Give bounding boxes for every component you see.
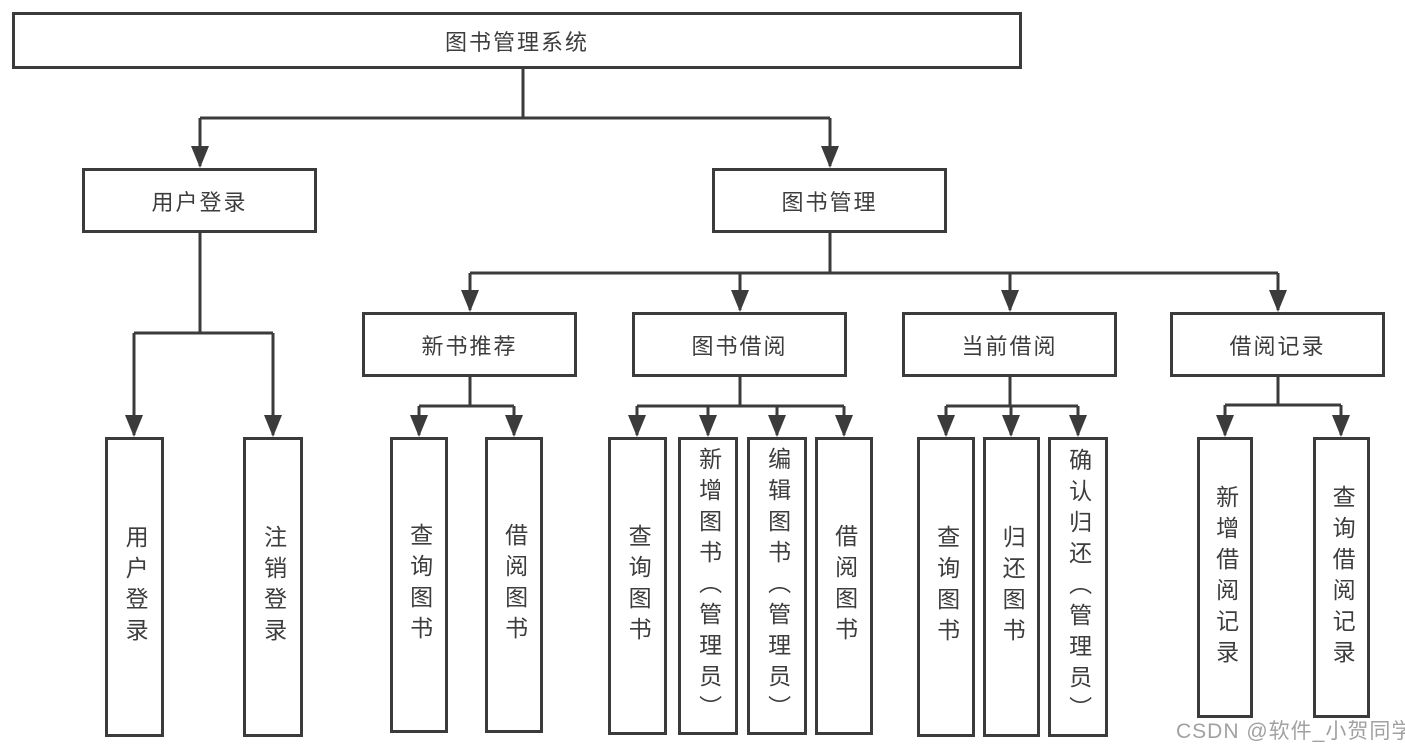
node-borrow-books-borrowing-label: 借阅图书	[831, 524, 858, 648]
node-current-borrowing-label: 当前借阅	[961, 333, 1058, 359]
node-confirm-return-admin-label: 确认归还（管理员）	[1065, 447, 1092, 727]
branch-new-book-recommendation	[410, 377, 523, 437]
node-borrowing-records-label: 借阅记录	[1229, 333, 1326, 359]
node-query-books-recommend-label: 查询图书	[406, 523, 433, 647]
node-query-books-current: 查询图书	[917, 437, 975, 737]
node-return-books: 归还图书	[983, 437, 1040, 737]
branch-borrowing-records	[1216, 377, 1350, 437]
node-query-borrowing-record-label: 查询借阅记录	[1329, 484, 1356, 671]
node-book-management: 图书管理	[712, 168, 947, 233]
node-new-book-recommendation: 新书推荐	[362, 312, 577, 377]
node-user-login-label: 用户登录	[151, 189, 248, 215]
branch-book-management	[461, 233, 1287, 312]
node-book-borrowing: 图书借阅	[632, 312, 847, 377]
node-add-books-admin-label: 新增图书（管理员）	[695, 446, 722, 726]
node-borrow-books-recommend-label: 借阅图书	[501, 523, 528, 647]
node-root: 图书管理系统	[12, 12, 1022, 69]
node-add-borrowing-record-label: 新增借阅记录	[1212, 484, 1239, 671]
node-logout-action: 注销登录	[243, 437, 303, 737]
node-book-management-label: 图书管理	[781, 189, 878, 215]
node-borrowing-records: 借阅记录	[1170, 312, 1385, 377]
watermark: CSDN @软件_小贺同学	[1176, 720, 1405, 743]
node-book-borrowing-label: 图书借阅	[691, 333, 788, 359]
node-user-login: 用户登录	[82, 168, 317, 233]
node-user-login-action-label: 用户登录	[122, 525, 149, 649]
branch-user-login	[125, 233, 282, 437]
node-edit-books-admin: 编辑图书（管理员）	[747, 437, 807, 735]
node-borrow-books-recommend: 借阅图书	[485, 437, 543, 733]
node-new-book-recommendation-label: 新书推荐	[421, 333, 518, 359]
node-edit-books-admin-label: 编辑图书（管理员）	[764, 446, 791, 726]
node-root-label: 图书管理系统	[444, 29, 589, 55]
branch-current-borrowing	[937, 377, 1087, 437]
branch-book-borrowing	[628, 377, 853, 437]
node-add-borrowing-record: 新增借阅记录	[1197, 437, 1253, 718]
node-query-books-recommend: 查询图书	[390, 437, 448, 733]
node-query-books-borrowing: 查询图书	[608, 437, 667, 735]
node-user-login-action: 用户登录	[105, 437, 164, 737]
node-return-books-label: 归还图书	[999, 525, 1026, 649]
node-query-books-current-label: 查询图书	[933, 525, 960, 649]
branch-root	[191, 68, 839, 168]
node-query-books-borrowing-label: 查询图书	[625, 524, 652, 648]
node-add-books-admin: 新增图书（管理员）	[678, 437, 738, 735]
node-confirm-return-admin: 确认归还（管理员）	[1048, 437, 1108, 737]
node-query-borrowing-record: 查询借阅记录	[1313, 437, 1370, 718]
node-logout-action-label: 注销登录	[260, 525, 287, 649]
node-borrow-books-borrowing: 借阅图书	[815, 437, 873, 735]
node-current-borrowing: 当前借阅	[902, 312, 1117, 377]
